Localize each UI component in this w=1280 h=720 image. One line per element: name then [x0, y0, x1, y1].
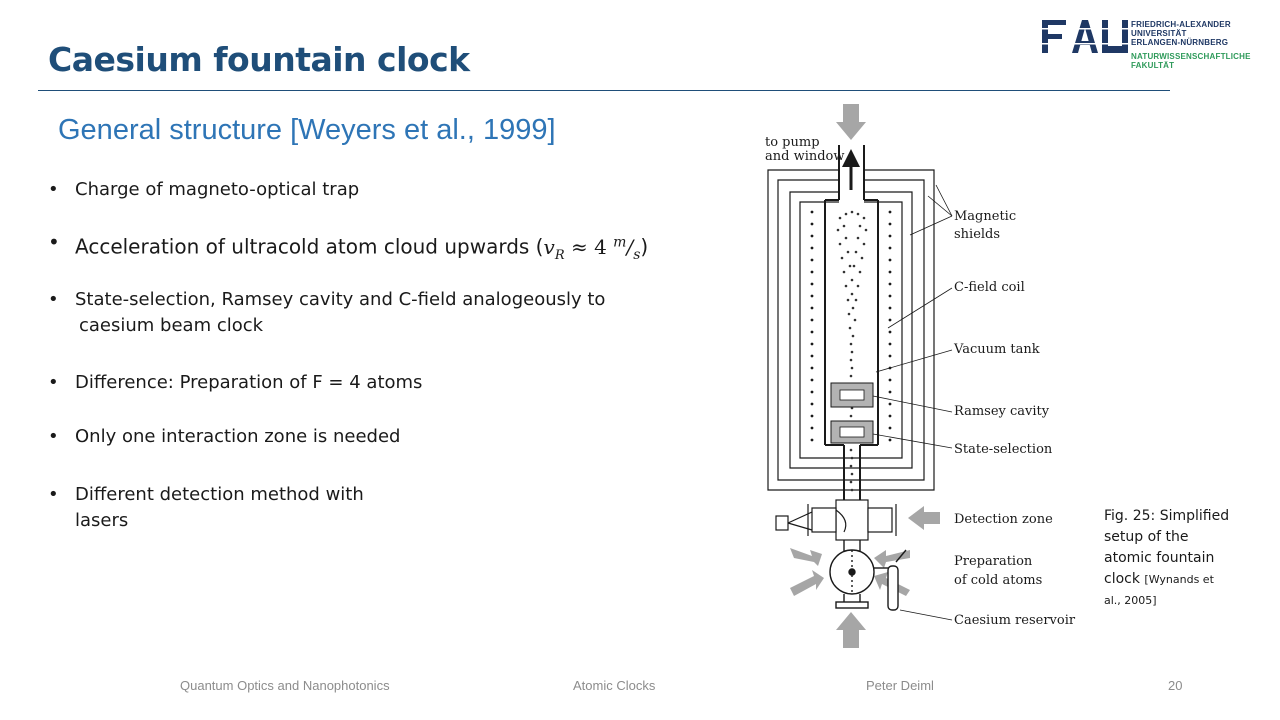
- section-subtitle: General structure [Weyers et al., 1999]: [58, 114, 556, 146]
- label-c-field-coil: C-field coil: [954, 280, 1025, 295]
- bullet-text: Charge of magneto-optical trap: [75, 179, 360, 200]
- label-state-selection: State-selection: [954, 442, 1053, 457]
- state-selection-cavity: [830, 420, 874, 444]
- mot-chamber: [829, 540, 907, 611]
- bullet-text: Difference: Preparation of F = 4 atoms: [75, 372, 423, 393]
- logo-faculty-2: FAKULTÄT: [1131, 61, 1175, 70]
- label-vacuum-tank: Vacuum tank: [953, 342, 1040, 357]
- bullet-item: • Charge of magneto-optical trap: [48, 177, 359, 203]
- label-preparation-2: of cold atoms: [954, 573, 1042, 588]
- caption-line: atomic fountain: [1104, 550, 1215, 566]
- bullet-text: Only one interaction zone is needed: [75, 426, 401, 447]
- bullet-item: • Only one interaction zone is needed: [48, 424, 401, 450]
- bullet-text-line2: caesium beam clock: [79, 315, 264, 336]
- bullet-dot: •: [48, 372, 59, 393]
- prep-arrow-upper-right-icon: [874, 550, 910, 568]
- bullet-item: • State-selection, Ramsey cavity and C-f…: [48, 287, 605, 339]
- label-leaders: [872, 184, 953, 621]
- vacuum-tank: [824, 145, 879, 500]
- title-divider: [38, 90, 1170, 91]
- prep-arrow-lower-left-icon: [790, 570, 824, 596]
- footer-topic: Atomic Clocks: [573, 678, 656, 693]
- bullet-text-prefix: Acceleration of ultracold atom cloud upw…: [75, 234, 544, 259]
- bullet-item: • Different detection method with lasers: [48, 482, 364, 534]
- detection-zone: [775, 499, 897, 541]
- bullet-item: • Acceleration of ultracold atom cloud u…: [48, 229, 648, 269]
- caption-line: setup of the: [1104, 529, 1189, 545]
- figure-caption: Fig. 25: Simplified setup of the atomic …: [1104, 506, 1244, 611]
- label-pump-2: and window: [765, 149, 845, 164]
- bullet-text-line1: Different detection method with: [75, 484, 364, 505]
- label-preparation: Preparation: [954, 554, 1033, 569]
- footer-author: Peter Deiml: [866, 678, 934, 693]
- top-arrow-icon: [836, 104, 866, 140]
- bullet-dot: •: [48, 289, 59, 310]
- fau-logo-mark-icon: [1042, 20, 1132, 53]
- slide-title: Caesium fountain clock: [48, 40, 470, 79]
- caption-line: clock [Wynands et: [1104, 571, 1214, 587]
- prep-arrow-upper-left-icon: [790, 548, 822, 566]
- bullet-text-line1: State-selection, Ramsey cavity and C-fie…: [75, 289, 606, 310]
- label-ramsey-cavity: Ramsey cavity: [954, 404, 1050, 419]
- atom-cloud-trajectory: [836, 210, 868, 492]
- label-magnetic-shields: Magnetic: [954, 209, 1016, 224]
- detection-arrow-icon: [908, 506, 940, 530]
- footer-page-number: 20: [1168, 678, 1183, 693]
- c-field-coil: [810, 210, 892, 442]
- caption-citation: [Wynands et: [1144, 573, 1214, 586]
- bottom-arrow-icon: [836, 612, 866, 648]
- bullet-dot: •: [48, 179, 59, 200]
- bullet-dot: •: [48, 230, 60, 254]
- bullet-dot: •: [48, 484, 59, 505]
- fau-logo: FRIEDRICH-ALEXANDER UNIVERSITÄT ERLANGEN…: [1040, 16, 1250, 80]
- logo-line-1: FRIEDRICH-ALEXANDER: [1131, 20, 1231, 29]
- bullet-dot: •: [48, 426, 59, 447]
- label-pump: to pump: [765, 135, 820, 150]
- logo-line-2: UNIVERSITÄT: [1131, 29, 1187, 38]
- logo-faculty-1: NATURWISSENSCHAFTLICHE: [1131, 52, 1251, 61]
- laser-arrows: [790, 104, 940, 648]
- ramsey-cavity: [830, 382, 874, 408]
- label-magnetic-shields-2: shields: [954, 227, 1000, 242]
- label-detection-zone: Detection zone: [954, 512, 1053, 527]
- logo-line-3: ERLANGEN-NÜRNBERG: [1131, 38, 1229, 47]
- caption-line: Fig. 25: Simplified: [1104, 508, 1230, 524]
- bullet-text-suffix: ): [640, 234, 649, 259]
- caption-citation-2: al., 2005]: [1104, 594, 1157, 607]
- bullet-text: Acceleration of ultracold atom cloud upw…: [48, 229, 648, 269]
- label-caesium-reservoir: Caesium reservoir: [954, 613, 1076, 628]
- bullet-text-line2: lasers: [75, 510, 129, 531]
- fau-logo-text: FRIEDRICH-ALEXANDER UNIVERSITÄT ERLANGEN…: [1131, 20, 1251, 70]
- bullet-item: • Difference: Preparation of F = 4 atoms: [48, 370, 422, 396]
- math-velocity: vR ≈ 4 m/s: [543, 234, 641, 263]
- footer-course: Quantum Optics and Nanophotonics: [180, 678, 390, 693]
- fountain-clock-diagram: to pump and window Magnetic shields C-fi…: [765, 104, 1076, 648]
